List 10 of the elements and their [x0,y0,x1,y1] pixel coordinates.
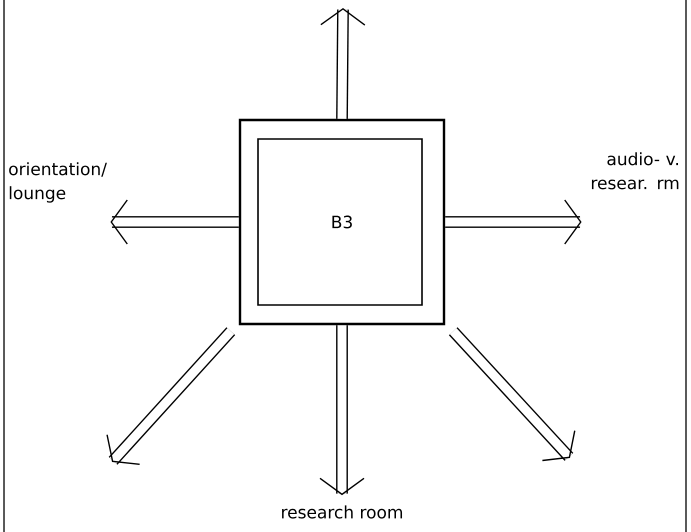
hollow-arrow [448,327,576,462]
room-box: B3 [238,118,446,326]
hollow-arrow [110,200,239,244]
hollow-arrow [445,200,582,244]
room-label: research room [282,505,402,519]
hollow-arrow [320,8,366,119]
hollow-arrow [320,325,364,496]
room-label: audio- v. resear. rm [592,152,678,190]
room-label: orientation/ lounge [9,162,107,203]
hollow-arrow [106,327,236,465]
